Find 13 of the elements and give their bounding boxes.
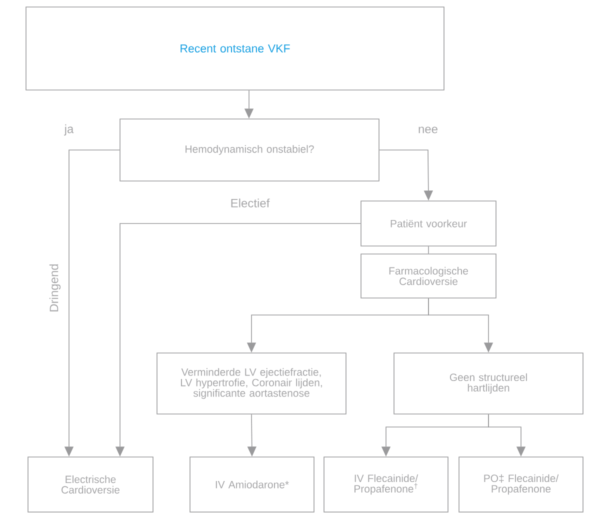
process-box: Electrische Cardioversie (28, 456, 154, 512)
process-box: Verminderde LV ejectiefractie, LV hypertrofie, Coronair lijden, significante aortastenose (156, 352, 346, 414)
process-box: PO‡ Flecainide/ Propafenone (458, 456, 584, 512)
title-box: Recent ontstane VKF (26, 6, 444, 90)
process-box: Farmacologische Cardioversie (360, 254, 496, 298)
process-box: Geen structureel hartlijden (394, 352, 584, 414)
edge-label: Electief (229, 198, 271, 208)
process-box: Hemodynamisch onstabiel? (120, 118, 380, 182)
branch-label: Dringend (48, 262, 62, 314)
process-box: Patiënt voorkeur (360, 200, 496, 246)
edge-label: nee (417, 126, 440, 134)
process-box: IV Amiodarone* (190, 456, 314, 512)
process-box: IV Flecainide/ Propafenone$^{†}$ (324, 456, 448, 512)
